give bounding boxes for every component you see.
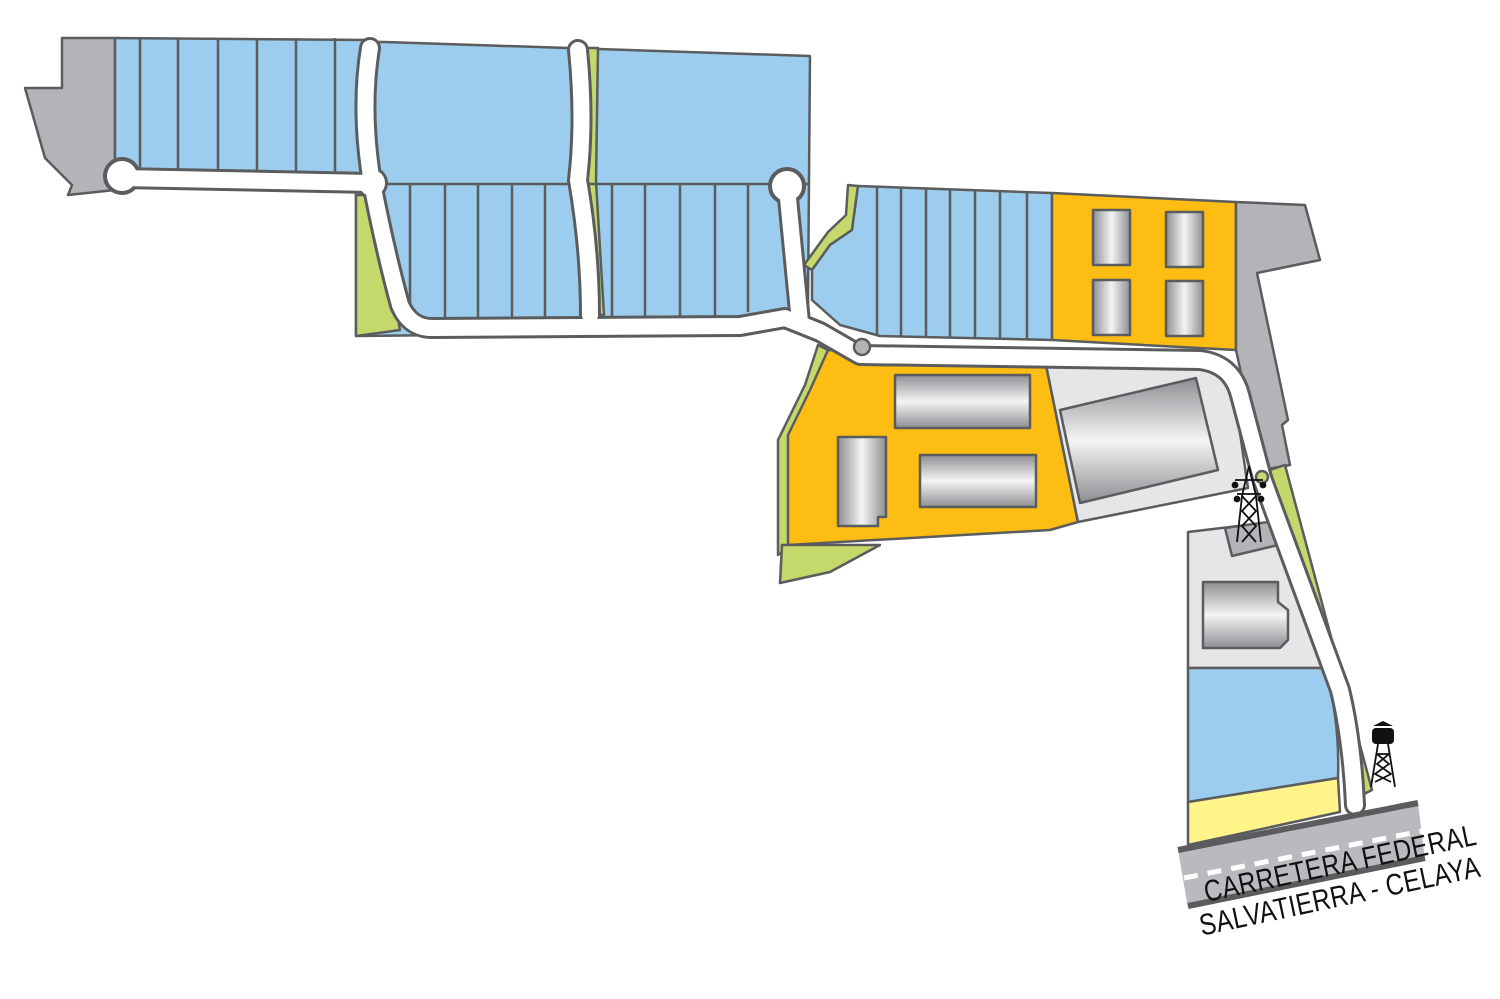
power-tower-icon [1231,465,1267,543]
internal-roads [103,37,1366,816]
building[interactable] [1058,376,1220,505]
lot-dividers-c [408,184,750,318]
building[interactable] [918,453,1038,509]
federal-highway [1177,800,1426,909]
occupied-block-e[interactable] [1050,191,1238,352]
roundabout [852,337,872,357]
building[interactable] [1164,279,1205,338]
service-area-west[interactable] [23,36,117,197]
building[interactable] [836,435,888,528]
lot-block-b[interactable] [113,36,374,180]
lot-dividers-d [875,187,1029,339]
building[interactable] [1091,208,1132,267]
green-area-g [778,543,882,585]
building[interactable] [1091,278,1132,337]
building[interactable] [893,373,1032,430]
building[interactable] [1164,210,1205,269]
commercial-lot[interactable] [1186,776,1342,847]
building[interactable] [1201,580,1290,650]
water-tower-icon [1370,721,1396,788]
roundabout-east [1254,469,1270,485]
lot-dividers-b [138,38,337,175]
